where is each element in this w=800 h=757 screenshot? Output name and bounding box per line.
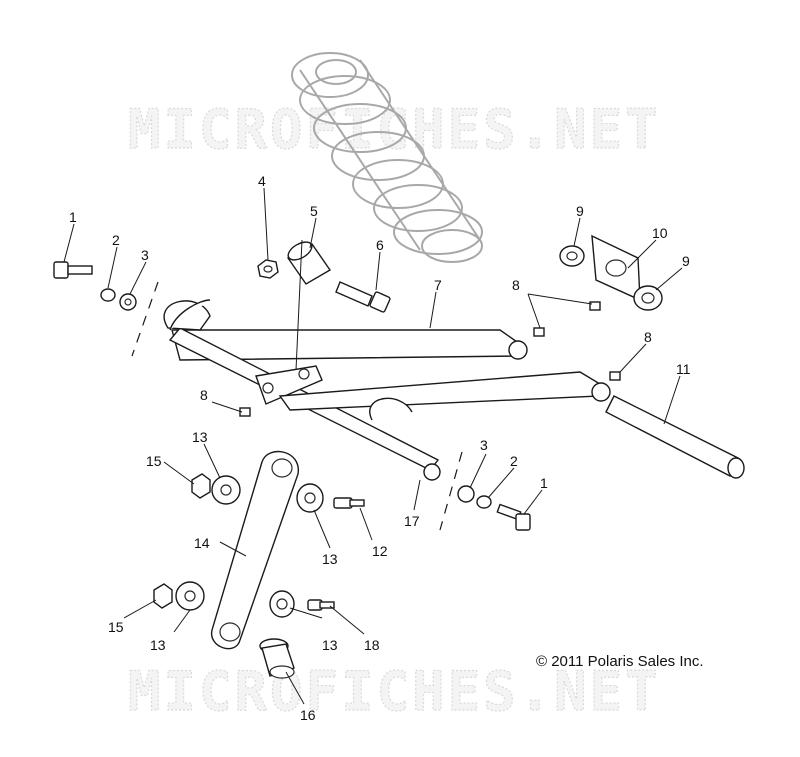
rear-torque-arm bbox=[278, 371, 611, 421]
bolt-left bbox=[53, 261, 93, 279]
link-plate bbox=[211, 450, 299, 650]
shaft bbox=[605, 395, 745, 479]
callout-8-a: 8 bbox=[512, 277, 520, 293]
callout-8-b: 8 bbox=[644, 329, 652, 345]
callout-15-a: 15 bbox=[146, 453, 162, 469]
washer-left-small bbox=[100, 288, 116, 302]
grease-fitting-4 bbox=[239, 407, 251, 417]
callout-9-a: 9 bbox=[576, 203, 584, 219]
pin-top bbox=[335, 281, 391, 313]
washer-13-a bbox=[211, 475, 241, 505]
alignment-line-right bbox=[439, 451, 463, 531]
nut-15-b bbox=[153, 583, 173, 609]
callout-8-c: 8 bbox=[200, 387, 208, 403]
callout-13-c: 13 bbox=[150, 637, 166, 653]
callout-13-a: 13 bbox=[192, 429, 208, 445]
grease-fitting-1 bbox=[533, 327, 545, 337]
callout-5: 5 bbox=[310, 203, 318, 219]
pin-12 bbox=[333, 497, 365, 509]
washer-13-b bbox=[296, 483, 324, 513]
washer-13-d bbox=[269, 590, 295, 618]
grease-fitting-3 bbox=[609, 371, 621, 381]
callout-12: 12 bbox=[372, 543, 388, 559]
callout-13-d: 13 bbox=[322, 637, 338, 653]
watermark-bottom: MICROFICHES.NET bbox=[128, 660, 661, 723]
callout-2-right: 2 bbox=[510, 453, 518, 469]
callout-15-b: 15 bbox=[108, 619, 124, 635]
copyright-text: © 2011 Polaris Sales Inc. bbox=[536, 653, 704, 670]
shock-spring bbox=[291, 52, 483, 263]
callout-6: 6 bbox=[376, 237, 384, 253]
callout-11: 11 bbox=[676, 361, 691, 377]
nut-15-a bbox=[191, 473, 211, 499]
block-assembly bbox=[559, 234, 663, 311]
pin-18 bbox=[307, 599, 335, 611]
bushing-16 bbox=[259, 638, 295, 679]
callout-10: 10 bbox=[652, 225, 668, 241]
callout-13-b: 13 bbox=[322, 551, 338, 567]
callout-18: 18 bbox=[364, 637, 380, 653]
callout-1-right: 1 bbox=[540, 475, 548, 491]
washer-right-small bbox=[476, 495, 492, 509]
callout-16: 16 bbox=[300, 707, 316, 723]
bolt-right bbox=[496, 503, 531, 531]
callout-2-left: 2 bbox=[112, 232, 120, 248]
leader-lines bbox=[63, 187, 683, 705]
callout-17: 17 bbox=[404, 513, 420, 529]
bushing-top bbox=[286, 241, 332, 285]
callout-3-right: 3 bbox=[480, 437, 488, 453]
washer-right-large bbox=[457, 485, 475, 503]
callout-3-left: 3 bbox=[141, 247, 149, 263]
callout-14: 14 bbox=[194, 535, 210, 551]
callout-9-b: 9 bbox=[682, 253, 690, 269]
nut-top bbox=[257, 259, 279, 279]
alignment-line-left bbox=[131, 281, 159, 357]
callout-1-left: 1 bbox=[69, 209, 77, 225]
grease-fitting-2 bbox=[589, 301, 601, 311]
callout-7: 7 bbox=[434, 277, 442, 293]
callout-4: 4 bbox=[258, 173, 266, 189]
watermark-top: MICROFICHES.NET bbox=[128, 98, 661, 161]
washer-13-c bbox=[175, 581, 205, 611]
